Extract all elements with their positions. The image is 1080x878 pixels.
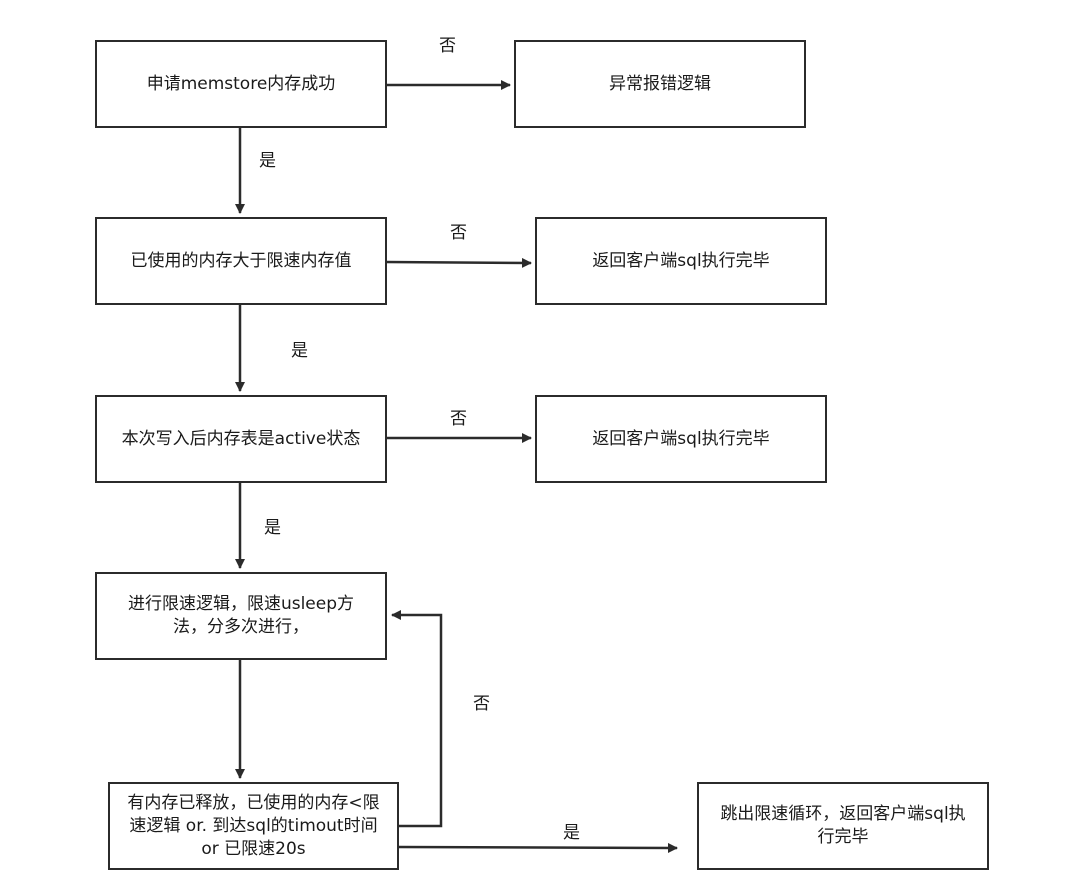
node-return-client-2-label: 返回客户端sql执行完毕 — [592, 428, 770, 449]
edge-label-yes-exit: 是 — [563, 823, 580, 843]
node-exit-loop: 跳出限速循环，返回客户端sql执行完毕 — [697, 782, 989, 870]
node-error-logic: 异常报错逻辑 — [514, 40, 806, 128]
node-exit-condition: 有内存已释放，已使用的内存<限速逻辑 or. 到达sql的timout时间 or… — [108, 782, 399, 870]
node-throttle-logic-label: 进行限速逻辑，限速usleep方法，分多次进行， — [127, 594, 355, 637]
node-exit-condition-label: 有内存已释放，已使用的内存<限速逻辑 or. 到达sql的timout时间 or… — [127, 792, 380, 859]
node-error-logic-label: 异常报错逻辑 — [609, 73, 711, 94]
edge-label-yes-3: 是 — [264, 518, 281, 538]
node-return-client-1: 返回客户端sql执行完毕 — [535, 217, 827, 305]
node-apply-memstore: 申请memstore内存成功 — [95, 40, 387, 128]
node-throttle-logic: 进行限速逻辑，限速usleep方法，分多次进行， — [95, 572, 387, 660]
node-used-gt-limit: 已使用的内存大于限速内存值 — [95, 217, 387, 305]
node-exit-loop-label: 跳出限速循环，返回客户端sql执行完毕 — [720, 804, 966, 847]
edge-exit-condition-to-exit — [397, 842, 678, 853]
edge-used-to-return1 — [385, 257, 532, 268]
node-return-client-2: 返回客户端sql执行完毕 — [535, 395, 827, 483]
node-memtable-active: 本次写入后内存表是active状态 — [95, 395, 387, 483]
edge-label-no-3: 否 — [450, 409, 467, 429]
edge-label-yes-2: 是 — [291, 341, 308, 361]
edge-label-no-loop: 否 — [473, 694, 490, 714]
node-memtable-active-label: 本次写入后内存表是active状态 — [121, 428, 361, 449]
node-return-client-1-label: 返回客户端sql执行完毕 — [592, 250, 770, 271]
edge-label-no-1: 否 — [439, 36, 456, 56]
edge-label-yes-1: 是 — [259, 151, 276, 171]
edge-loop-back — [391, 610, 443, 828]
node-apply-memstore-label: 申请memstore内存成功 — [146, 73, 336, 94]
edge-label-no-2: 否 — [450, 223, 467, 243]
node-used-gt-limit-label: 已使用的内存大于限速内存值 — [130, 250, 352, 271]
